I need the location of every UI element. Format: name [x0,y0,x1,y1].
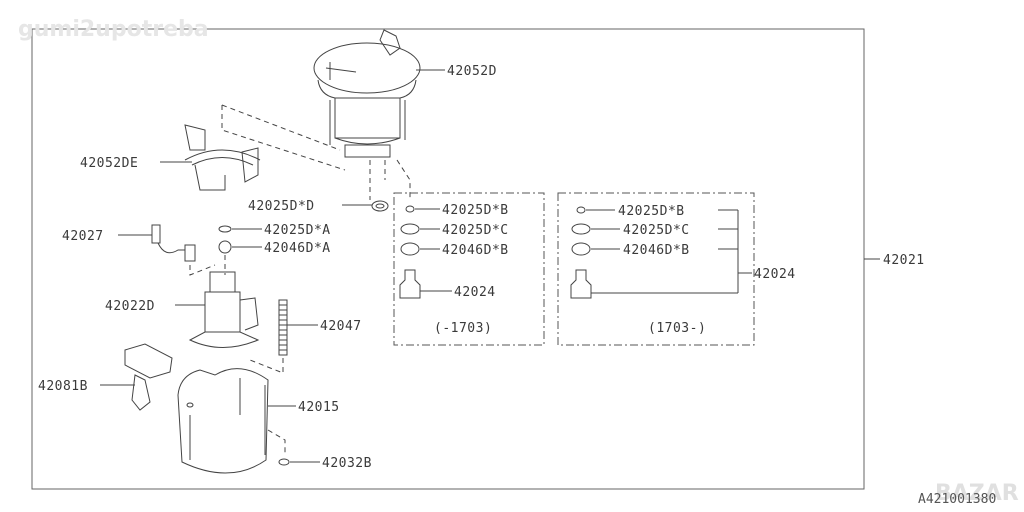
label-gasket-d: 42025D*D [248,199,315,214]
group2-cap-b-part [571,242,591,256]
group1-item: 42024 [454,285,496,300]
retainer-part [184,124,261,191]
label-retainer: 42052DE [80,156,138,171]
group2-ring-c-part [571,223,591,235]
group1-item: 42025D*B [442,203,509,218]
group2-ring-b-part [576,206,586,214]
label-reservoir: 42015 [298,400,340,415]
label-fuel-pump-cover: 42052D [447,64,497,79]
label-42021: 42021 [883,253,925,268]
group1-item: 42025D*C [442,223,509,238]
group1-item: 42046D*B [442,243,509,258]
guide-line [396,159,411,200]
group2-range: (1703-) [648,321,706,336]
group2-bracket-label: 42024 [754,267,796,282]
label-clip: 42032B [322,456,372,471]
label-fuel-pump: 42022D [105,299,155,314]
watermark-bottom: BAZAR [935,481,1019,506]
group1-ring-b-part [405,205,415,213]
label-bracket: 42081B [38,379,88,394]
clip-part [278,458,290,466]
group-box-post-1703 [557,192,755,346]
diagram-code: A421001380 [918,492,996,507]
group-box-pre-1703 [393,192,545,346]
group1-cap-b-part [400,242,420,256]
bracket-part [124,343,173,411]
group2-item: 42025D*C [623,223,690,238]
gasket-d-inner [375,203,385,209]
guide-line [189,264,216,276]
group1-valve-part [399,269,421,299]
guide-line [267,429,286,455]
spring-part [278,299,288,356]
reservoir-part [177,368,269,474]
group2-valve-part [570,269,592,299]
group1-ring-c-part [400,223,420,235]
ring-a-part [218,225,232,233]
assembly-frame [31,28,865,490]
guide-line [249,358,284,374]
guide-line [221,104,341,151]
group2-item: 42025D*B [618,204,685,219]
fuel-pump-cover-part [313,29,421,158]
label-cap-a: 42046D*A [264,241,331,256]
label-ring-a: 42025D*A [264,223,331,238]
group1-range: (-1703) [434,321,492,336]
group2-item: 42046D*B [623,243,690,258]
harness-part [151,224,196,262]
guide-line [221,105,346,171]
label-spring: 42047 [320,319,362,334]
cap-a-part [218,240,232,254]
watermark-top: gumi2upotreba [18,17,209,42]
gasket-d-part [371,200,389,212]
label-harness: 42027 [62,229,104,244]
fuel-pump-part [188,271,260,348]
